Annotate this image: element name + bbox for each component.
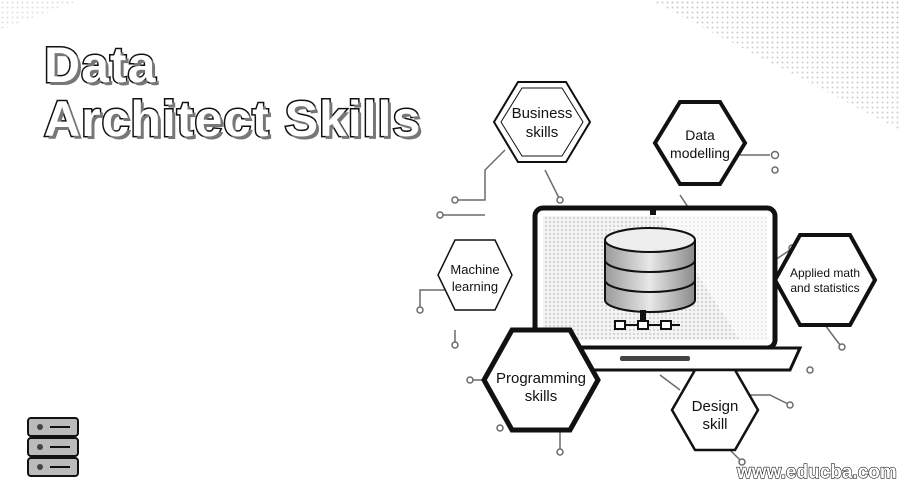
skill-data-modelling-line-2: modelling (670, 145, 730, 161)
skill-applied-math-line-1: Applied math (790, 266, 860, 280)
skill-business: Business skills (492, 81, 592, 163)
skill-design-line-2: skill (703, 416, 728, 433)
skill-programming: Programming skills (481, 327, 601, 433)
skill-machine-learning-line-2: learning (452, 279, 498, 294)
skill-data-modelling: Data modelling (652, 100, 748, 186)
skill-applied-math-line-2: and statistics (790, 281, 859, 295)
database-monitor-icon (604, 227, 696, 330)
skill-machine-learning-line-1: Machine (450, 262, 499, 277)
skill-applied-math: Applied math and statistics (772, 233, 878, 327)
skill-programming-line-1: Programming (496, 370, 586, 387)
skill-machine-learning: Machine learning (437, 239, 513, 311)
title-line-2: Architect Skills (42, 91, 422, 148)
skill-design: Design skill (670, 368, 760, 452)
skill-business-line-1: Business (512, 105, 573, 122)
database-server-icon (27, 417, 79, 477)
skill-data-modelling-line-1: Data (685, 127, 715, 143)
skill-programming-line-2: skills (525, 388, 558, 405)
title-line-1: Data (42, 37, 157, 94)
skill-design-line-1: Design (692, 398, 739, 415)
skill-business-line-2: skills (526, 124, 559, 141)
watermark: www.educba.com (736, 461, 897, 483)
page-title: Data Architect Skills (42, 37, 422, 148)
